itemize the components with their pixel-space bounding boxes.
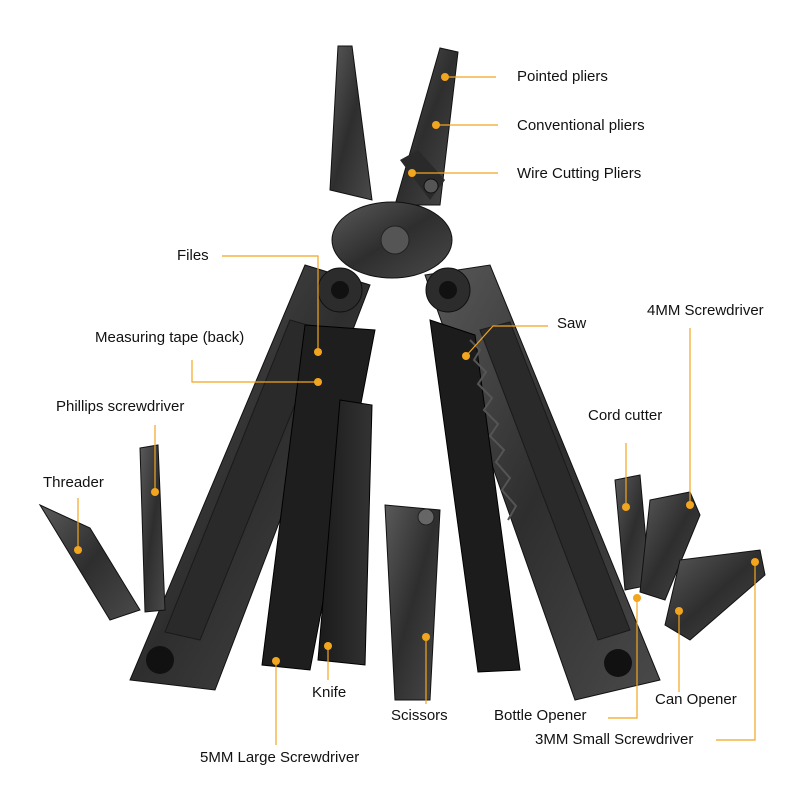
label-wire-cutting-pliers: Wire Cutting Pliers	[517, 165, 642, 182]
leader-dots	[74, 73, 759, 665]
threader-blade	[38, 503, 141, 621]
label-scissors: Scissors	[391, 707, 448, 724]
label-conventional-pliers: Conventional pliers	[517, 117, 645, 134]
pliers-jaws	[329, 45, 459, 279]
label-cord-cutter: Cord cutter	[588, 407, 663, 424]
knife-blade	[317, 399, 373, 666]
label-phillips-screwdriver: Phillips screwdriver	[56, 398, 185, 415]
can-opener-blade	[664, 549, 766, 641]
label-pointed-pliers: Pointed pliers	[517, 68, 608, 85]
label-threader: Threader	[43, 474, 104, 491]
label-files: Files	[177, 247, 209, 264]
saw-blade	[429, 319, 521, 673]
label-knife: Knife	[312, 684, 347, 701]
label-4mm-screwdriver: 4MM Screwdriver	[647, 302, 764, 319]
screwdriver-4mm-blade	[639, 491, 701, 601]
label-5mm-large-screwdriver: 5MM Large Screwdriver	[200, 749, 360, 766]
leader-lines	[77, 76, 756, 745]
scissors-blade	[384, 504, 441, 701]
phillips-screwdriver-blade	[139, 444, 166, 613]
label-saw: Saw	[557, 315, 587, 332]
label-3mm-small-screwdriver: 3MM Small Screwdriver	[535, 731, 694, 748]
label-bottle-opener: Bottle Opener	[494, 707, 587, 724]
label-can-opener: Can Opener	[655, 691, 737, 708]
label-measuring-tape: Measuring tape (back)	[95, 329, 245, 346]
